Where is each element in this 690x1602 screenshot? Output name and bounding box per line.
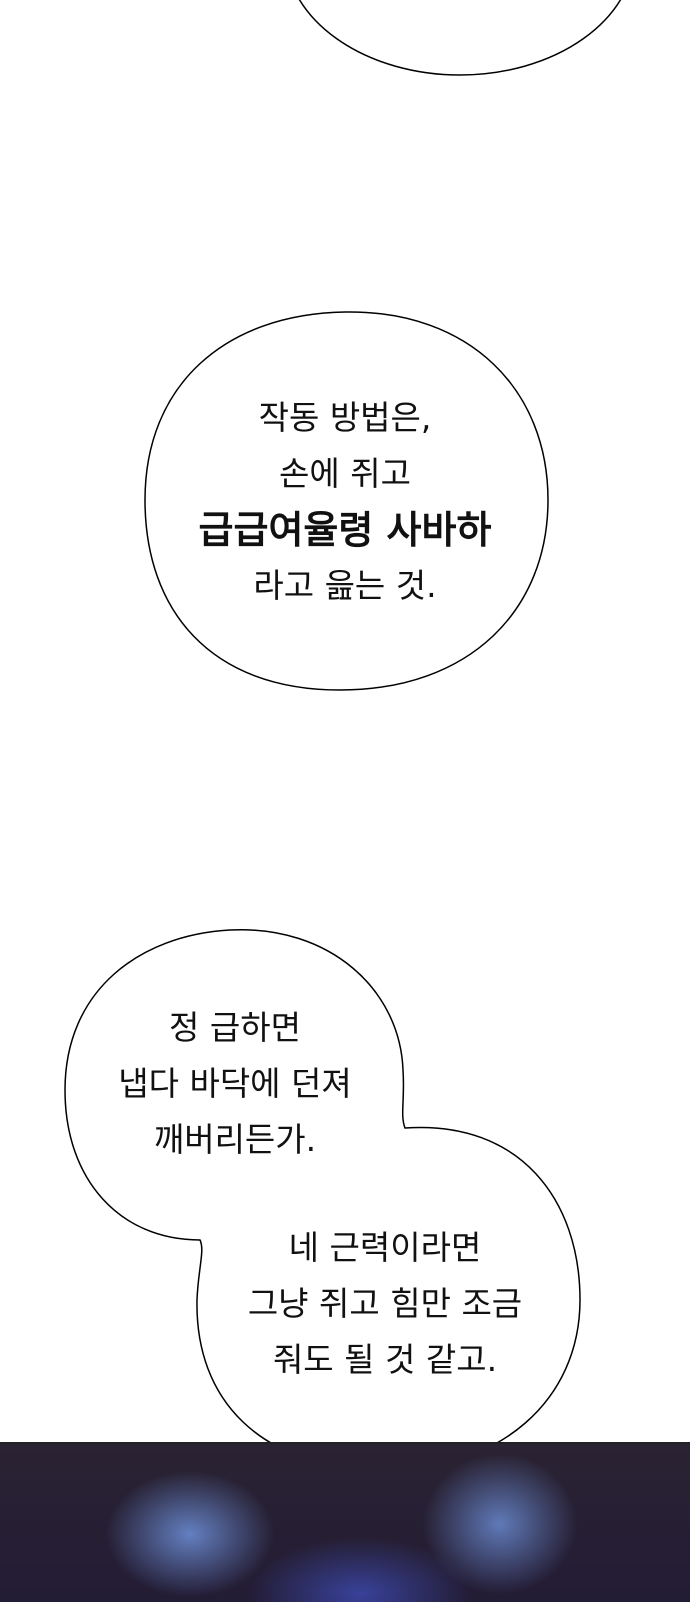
- bubble-1-text: 작동 방법은, 손에 쥐고 급급여율령 사바하 라고 읊는 것.: [145, 390, 545, 614]
- bubble-1: [144, 311, 549, 691]
- bubble-line: 작동 방법은,: [258, 398, 432, 437]
- bubble-line: 줘도 될 것 같고.: [272, 1340, 498, 1379]
- bubble-2-text: 정 급하면 냅다 바닥에 던져 깨버리든가.: [35, 1000, 435, 1168]
- bubble-line: 라고 읊는 것.: [253, 566, 437, 605]
- bubble-line: 정 급하면: [169, 1008, 301, 1047]
- bubble-line: 냅다 바닥에 던져: [118, 1064, 352, 1103]
- bubble-3-text: 네 근력이라면 그냥 쥐고 힘만 조금 줘도 될 것 같고.: [185, 1220, 585, 1388]
- bubble-line: 네 근력이라면: [288, 1228, 482, 1267]
- bubble-line: 손에 쥐고: [279, 454, 411, 493]
- blue-smoke-panel: [0, 1442, 690, 1602]
- bubble-line: 깨버리든가.: [153, 1120, 317, 1159]
- bubble-line: 그냥 쥐고 힘만 조금: [247, 1284, 523, 1323]
- top-bubble: [298, 0, 622, 76]
- bubble-line-bold: 급급여율령 사바하: [198, 508, 492, 552]
